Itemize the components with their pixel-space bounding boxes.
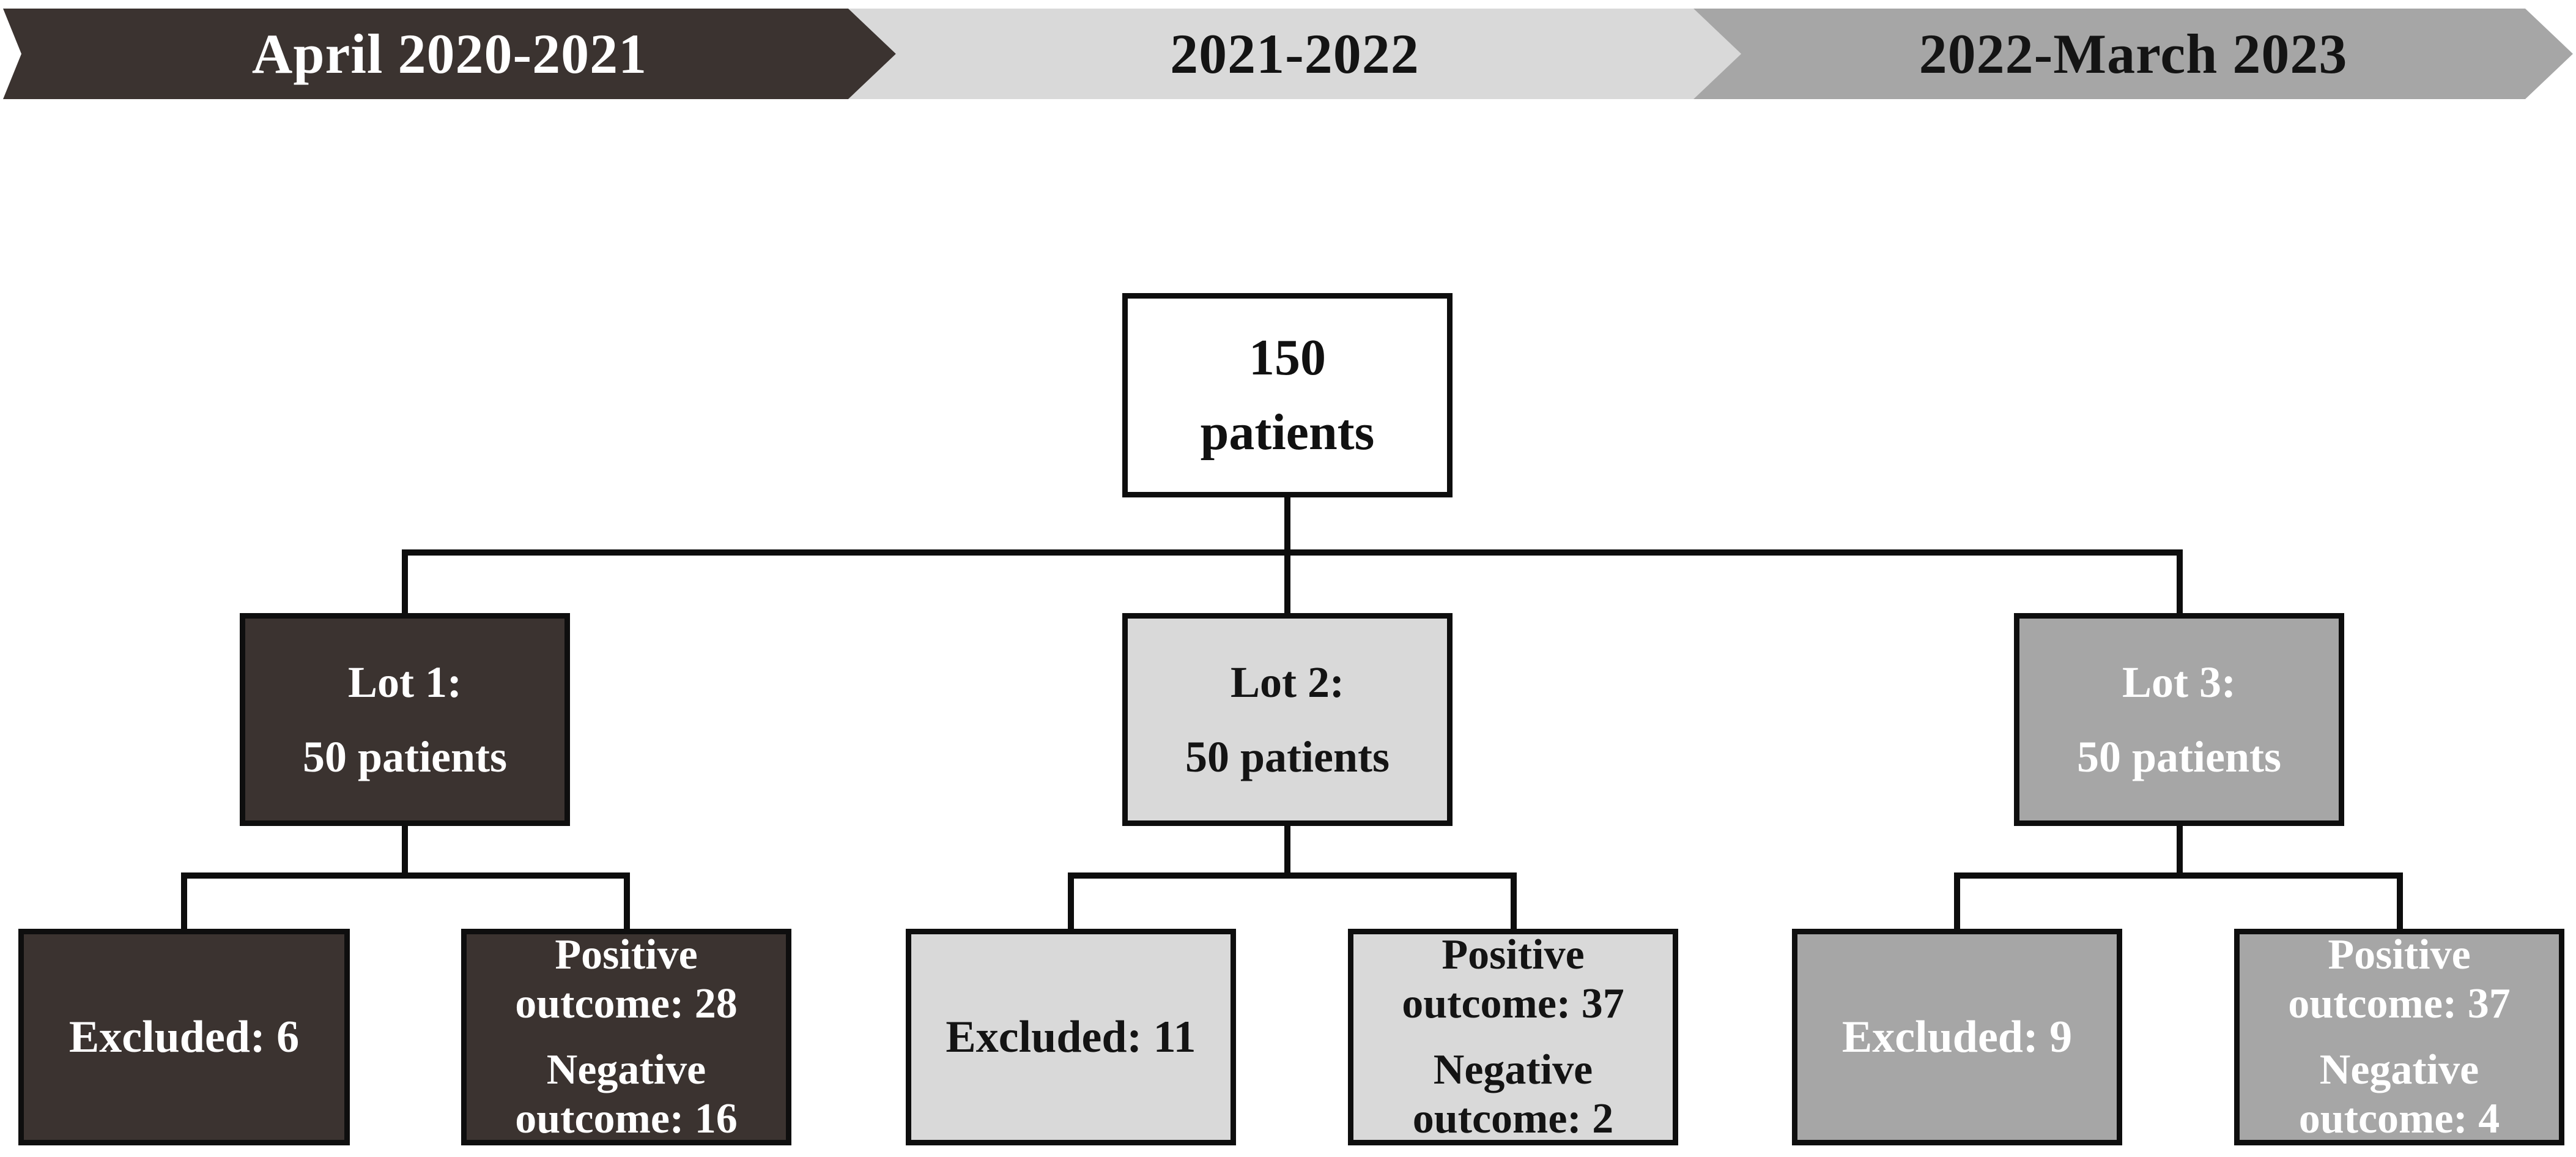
lot1-positive-outcome: Positive outcome: 28 xyxy=(515,931,738,1028)
timeline-segment-2020-2021: April 2020-2021 xyxy=(3,9,896,99)
total-patients-word: patients xyxy=(1200,404,1375,461)
lot2-excluded-box: Excluded: 11 xyxy=(906,929,1236,1145)
connector-lot3-rail xyxy=(1954,872,2403,879)
lot2-positive-outcome: Positive outcome: 37 xyxy=(1402,931,1624,1028)
connector-lot2-drop xyxy=(1284,825,1290,877)
lot1-patients: 50 patients xyxy=(302,732,508,781)
timeline-segment-label: 2021-2022 xyxy=(1170,23,1419,85)
lot2-excluded-label: Excluded: 11 xyxy=(946,1011,1196,1062)
connector-lot1-drop xyxy=(402,825,408,877)
lot1-box: Lot 1: 50 patients xyxy=(240,613,570,826)
lot3-negative-outcome: Negative outcome: 4 xyxy=(2298,1046,2500,1142)
timeline-segment-label: April 2020-2021 xyxy=(251,23,648,85)
lot3-excluded-label: Excluded: 9 xyxy=(1841,1011,2073,1062)
lot1-negative-outcome: Negative outcome: 16 xyxy=(515,1046,738,1142)
connector-outcome2-feed xyxy=(1511,872,1517,929)
lot2-outcome-box: Positive outcome: 37 Negative outcome: 2 xyxy=(1348,929,1678,1145)
lot3-title: Lot 3: xyxy=(2122,657,2236,707)
connector-lot3-drop xyxy=(2177,825,2183,877)
lot1-excluded-box: Excluded: 6 xyxy=(18,929,350,1145)
connector-top-rail xyxy=(402,549,2183,556)
lot3-box: Lot 3: 50 patients xyxy=(2014,613,2344,826)
lot2-negative-outcome: Negative outcome: 2 xyxy=(1412,1046,1614,1142)
timeline-segment-2022-2023: 2022-March 2023 xyxy=(1693,9,2573,99)
lot3-patients: 50 patients xyxy=(2076,732,2282,781)
lot2-title: Lot 2: xyxy=(1231,657,1344,707)
connector-lot1-rail xyxy=(181,872,630,879)
connector-excluded3-feed xyxy=(1954,872,1960,929)
total-patients-count: 150 xyxy=(1249,329,1326,387)
lot3-positive-outcome: Positive outcome: 37 xyxy=(2288,931,2511,1028)
connector-lot2-rail xyxy=(1068,872,1517,879)
total-patients-box: 150 patients xyxy=(1122,293,1453,497)
connector-outcome3-feed xyxy=(2397,872,2403,929)
lot3-outcome-box: Positive outcome: 37 Negative outcome: 4 xyxy=(2234,929,2564,1145)
lot1-title: Lot 1: xyxy=(348,657,462,707)
timeline-segment-label: 2022-March 2023 xyxy=(1919,23,2348,85)
connector-excluded1-feed xyxy=(181,872,187,929)
connector-lot3-feed xyxy=(2177,549,2183,613)
connector-outcome1-feed xyxy=(624,872,630,929)
lot3-excluded-box: Excluded: 9 xyxy=(1792,929,2122,1145)
lot1-outcome-box: Positive outcome: 28 Negative outcome: 1… xyxy=(461,929,791,1145)
lot1-excluded-label: Excluded: 6 xyxy=(68,1011,300,1062)
connector-excluded2-feed xyxy=(1068,872,1074,929)
lot2-patients: 50 patients xyxy=(1185,732,1390,781)
lot2-box: Lot 2: 50 patients xyxy=(1122,613,1453,826)
timeline-segment-2021-2022: 2021-2022 xyxy=(848,9,1741,99)
connector-lot1-feed xyxy=(402,549,408,613)
